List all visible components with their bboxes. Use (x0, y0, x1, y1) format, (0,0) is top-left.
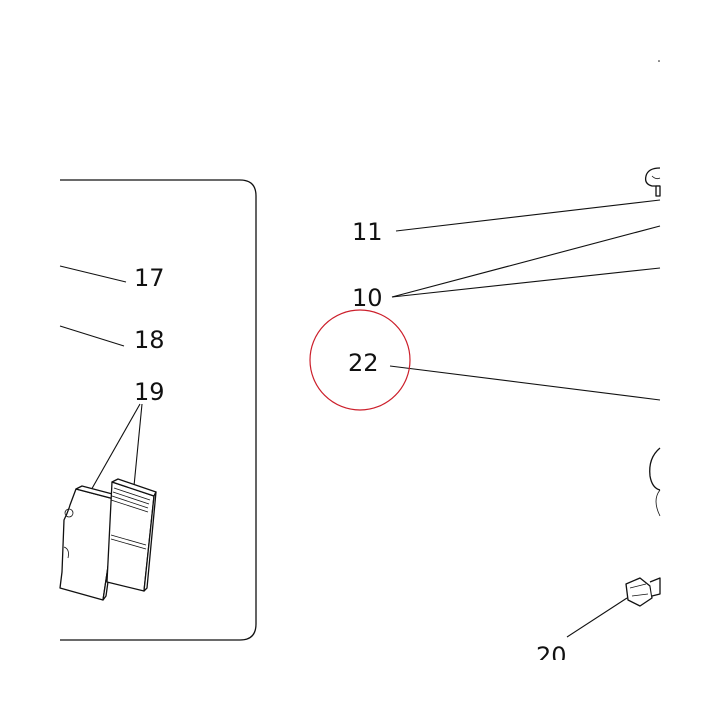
callout-11: 11 (352, 218, 383, 246)
callout-22: 22 (348, 349, 379, 377)
brake-pad-rear (106, 478, 157, 592)
bottom-clip-band (0, 660, 720, 720)
leader-11 (395, 199, 661, 232)
leader-10b (391, 267, 661, 298)
highlight-circle-22 (309, 309, 411, 411)
bolt-head-part-11 (644, 167, 661, 197)
inset-frame (60, 179, 257, 641)
callout-10: 10 (352, 284, 383, 312)
leader-10a (391, 225, 661, 298)
leader-17 (59, 265, 127, 283)
leader-22 (389, 365, 661, 401)
bleed-screw-part-20 (625, 577, 661, 607)
callout-19: 19 (134, 378, 165, 406)
leader-19a (89, 403, 141, 493)
leader-18 (59, 325, 125, 347)
callout-18: 18 (134, 326, 165, 354)
caliper-body-fragment (649, 447, 661, 517)
leader-19b (133, 403, 143, 487)
callout-17: 17 (134, 264, 165, 292)
speck-mark (658, 60, 660, 62)
leader-20 (566, 597, 628, 638)
